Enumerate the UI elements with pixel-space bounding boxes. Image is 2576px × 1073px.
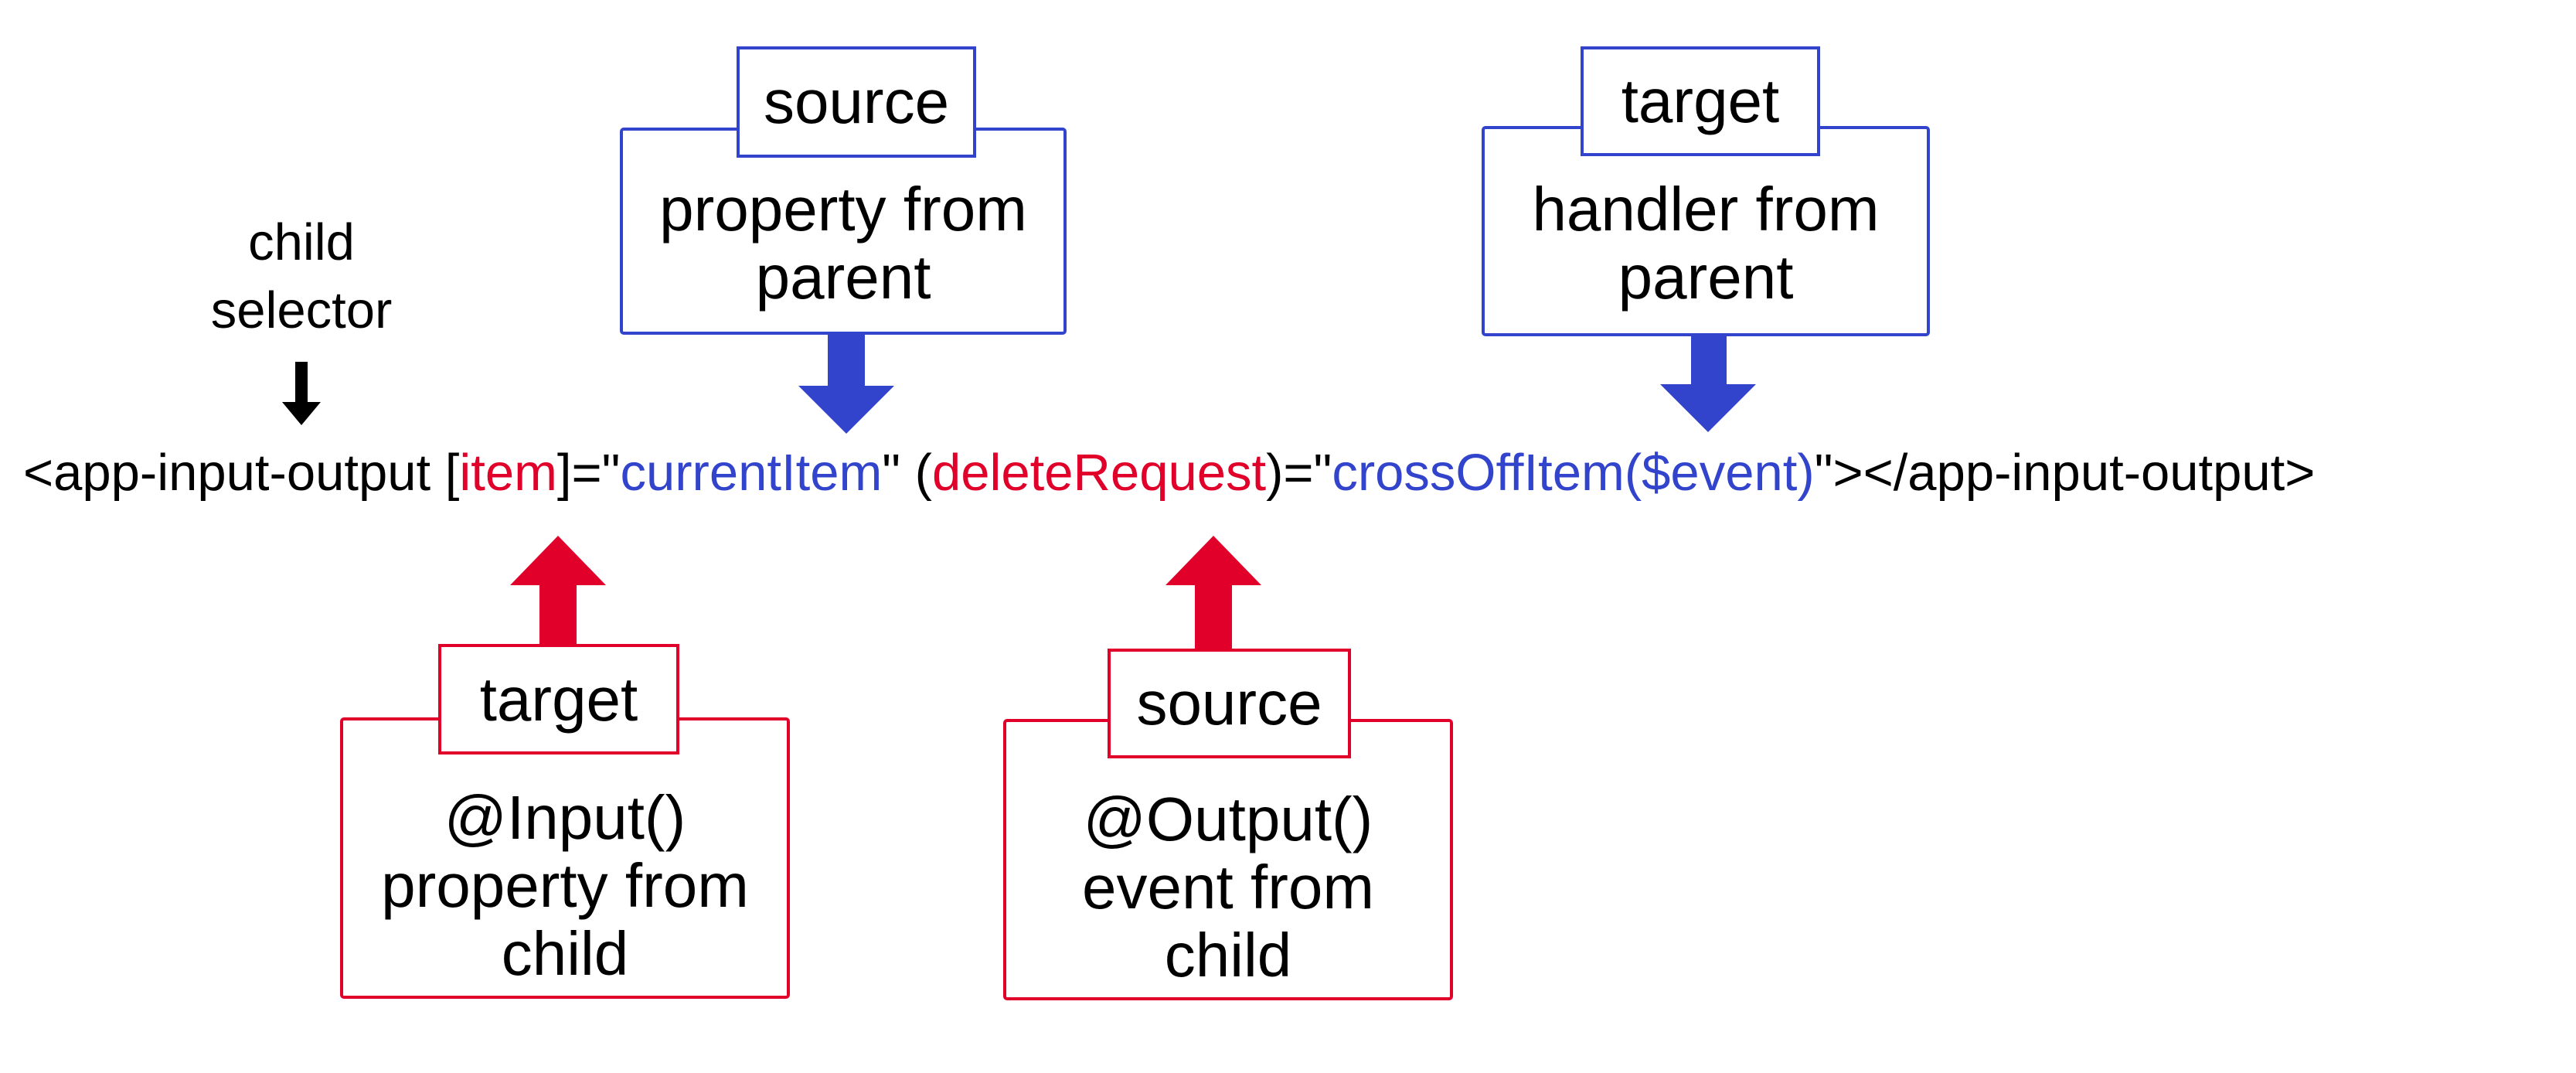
box-line: property from (381, 851, 749, 920)
code-bracket-close: ]=" (556, 444, 621, 502)
child-selector-arrow (282, 362, 321, 425)
blue-arrow-down-right (1660, 336, 1756, 432)
blue-arrow-down-left (798, 335, 894, 434)
target-tag-bottom: target (438, 644, 679, 755)
child-selector-label: child selector (185, 209, 417, 345)
property-from-parent-box: property from parent (620, 128, 1067, 335)
source-tag-bottom: source (1108, 649, 1351, 758)
output-event-name: deleteRequest (932, 444, 1267, 502)
handler-from-parent-box: handler from parent (1482, 126, 1930, 336)
box-line: parent (1618, 243, 1794, 312)
output-event-from-child-box: @Output() event from child (1003, 719, 1453, 1000)
box-line: parent (755, 243, 931, 312)
template-code-line: <app-input-output [item]="currentItem" (… (23, 439, 2315, 507)
red-arrow-up-left (510, 536, 606, 646)
output-event-from-child-text: @Output() event from child (1006, 785, 1450, 990)
code-middle: " ( (882, 444, 932, 502)
property-from-parent-text: property from parent (623, 175, 1063, 312)
handler-from-parent-text: handler from parent (1485, 175, 1927, 312)
input-property-name: item (459, 444, 557, 502)
code-open-tag: <app-input-output (23, 444, 431, 502)
child-selector-line-2: selector (210, 281, 393, 339)
box-line: handler from (1532, 175, 1880, 244)
code-close-tag: "></app-input-output> (1814, 444, 2316, 502)
box-line: @Output() (1083, 785, 1373, 853)
code-bracket-open: [ (430, 444, 460, 502)
box-line: child (501, 919, 629, 988)
source-tag-top: source (737, 46, 976, 158)
output-handler-expression: crossOffItem($event) (1332, 444, 1815, 502)
target-tag-top: target (1581, 46, 1820, 156)
input-property-from-child-box: @Input() property from child (340, 717, 790, 999)
box-line: event from (1082, 853, 1374, 921)
box-line: @Input() (444, 783, 686, 852)
input-property-from-child-text: @Input() property from child (343, 784, 787, 988)
child-selector-line-1: child (248, 213, 355, 271)
red-arrow-up-right (1165, 536, 1261, 650)
box-line: property from (659, 175, 1027, 244)
box-line: child (1164, 921, 1292, 990)
input-value-expression: currentItem (620, 444, 883, 502)
code-paren-close: )=" (1266, 444, 1332, 502)
